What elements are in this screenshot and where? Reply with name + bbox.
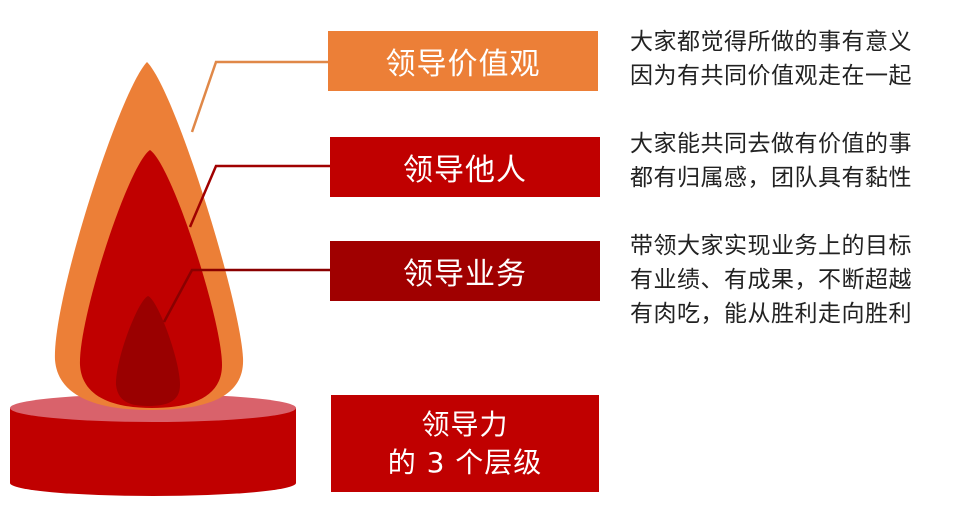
middle-flame (79, 150, 223, 408)
level-label-values-text: 领导价值观 (385, 47, 541, 82)
description-others: 大家能共同去做有价值的事 都有归属感，团队具有黏性 (630, 127, 912, 195)
level-label-values: 领导价值观 (328, 31, 598, 91)
description-line: 因为有共同价值观走在一起 (630, 63, 912, 89)
connector-line-values (190, 60, 330, 133)
description-line: 大家都觉得所做的事有意义 (630, 29, 912, 55)
connector-line-others (188, 164, 330, 228)
diagram-title-line1: 领导力 (421, 407, 509, 441)
diagram-title-line2: 的 3 个层级 (387, 445, 543, 479)
diagram-title-box: 领导力 的 3 个层级 (331, 395, 599, 492)
description-line: 都有归属感，团队具有黏性 (630, 165, 912, 191)
description-values: 大家都觉得所做的事有意义 因为有共同价值观走在一起 (630, 25, 912, 93)
description-line: 大家能共同去做有价值的事 (630, 131, 912, 157)
description-line: 带领大家实现业务上的目标 (630, 233, 912, 259)
connector-line-business (162, 268, 330, 323)
description-line: 有业绩、有成果，不断超越 (630, 267, 912, 293)
inner-flame (115, 296, 180, 406)
level-label-others: 领导他人 (330, 137, 600, 197)
level-label-business: 领导业务 (330, 241, 600, 301)
description-business: 带领大家实现业务上的目标 有业绩、有成果，不断超越 有肉吃，能从胜利走向胜利 (630, 229, 912, 331)
level-label-business-text: 领导业务 (403, 257, 527, 292)
level-label-others-text: 领导他人 (403, 153, 527, 188)
description-line: 有肉吃，能从胜利走向胜利 (630, 301, 912, 327)
